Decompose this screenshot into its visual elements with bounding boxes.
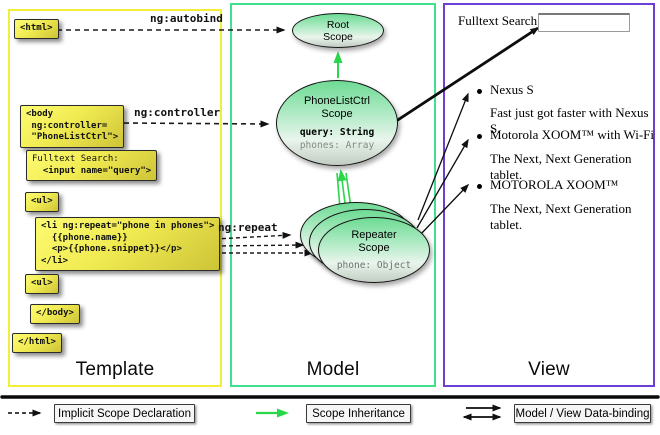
view-search-label: Fulltext Search: [458, 13, 541, 28]
ng-controller-label: ng:controller [134, 106, 221, 119]
view-item-snippet: Fast just got faster with Nexus S. [490, 105, 649, 136]
legend-scope-inheritance-label: Scope Inheritance [306, 404, 411, 423]
view-column-label: View [528, 359, 570, 380]
ng-autobind-label: ng:autobind [150, 12, 223, 25]
repeater-scope-title: Repeater Scope [351, 228, 397, 254]
view-column: View [443, 3, 655, 387]
legend-implicit-scope-label: Implicit Scope Declaration [54, 404, 195, 423]
phones-property: phones: Array [299, 139, 375, 151]
li-repeat-box: <li ng:repeat="phone in phones"> {{phone… [35, 217, 221, 271]
phonelistctrl-scope-ellipse: PhoneListCtrl Scope query: String phones… [276, 80, 398, 166]
bullet-icon [477, 134, 482, 139]
view-item-snippet: The Next, Next Generation tablet. [490, 151, 632, 182]
bullet-icon [477, 184, 482, 189]
body-close-tag-box: </body> [30, 304, 80, 324]
ul-open-tag-box: <ul> [25, 192, 59, 212]
fulltext-search-template-box: Fulltext Search: <input name="query"> [26, 150, 158, 181]
html-open-tag-box: <html> [14, 19, 59, 39]
fulltext-label-line: Fulltext Search: [32, 154, 119, 164]
model-column-label: Model [306, 359, 360, 380]
view-search-input[interactable] [538, 13, 630, 32]
root-scope-ellipse: Root Scope [292, 13, 384, 48]
phonelistctrl-scope-title: PhoneListCtrl Scope [303, 94, 371, 120]
view-item-snippet: The Next, Next Generation tablet. [490, 201, 632, 232]
body-open-tag-box: <body ng:controller= "PhoneListCtrl"> [20, 105, 125, 148]
html-close-tag-box: </html> [12, 333, 62, 353]
query-property: query: String [299, 126, 375, 138]
view-item-name: MOTOROLA XOOM™ [490, 177, 619, 192]
view-item-name: Nexus S [490, 82, 534, 97]
model-column: Model [230, 3, 436, 387]
root-scope-title: Root Scope [323, 18, 353, 43]
bullet-icon [477, 89, 482, 94]
ul-close-tag-box: <ul> [25, 274, 59, 294]
phone-property: phone: Object [336, 259, 412, 271]
template-column-label: Template [75, 359, 155, 380]
view-item-name: Motorola XOOM™ with Wi-Fi [490, 127, 655, 142]
repeater-scope-ellipse: Repeater Scope phone: Object [318, 217, 430, 283]
input-tag-line: <input name="query"> [32, 165, 152, 176]
legend-databinding-label: Model / View Data-binding [514, 404, 651, 423]
ng-repeat-label: ng:repeat [218, 221, 278, 234]
